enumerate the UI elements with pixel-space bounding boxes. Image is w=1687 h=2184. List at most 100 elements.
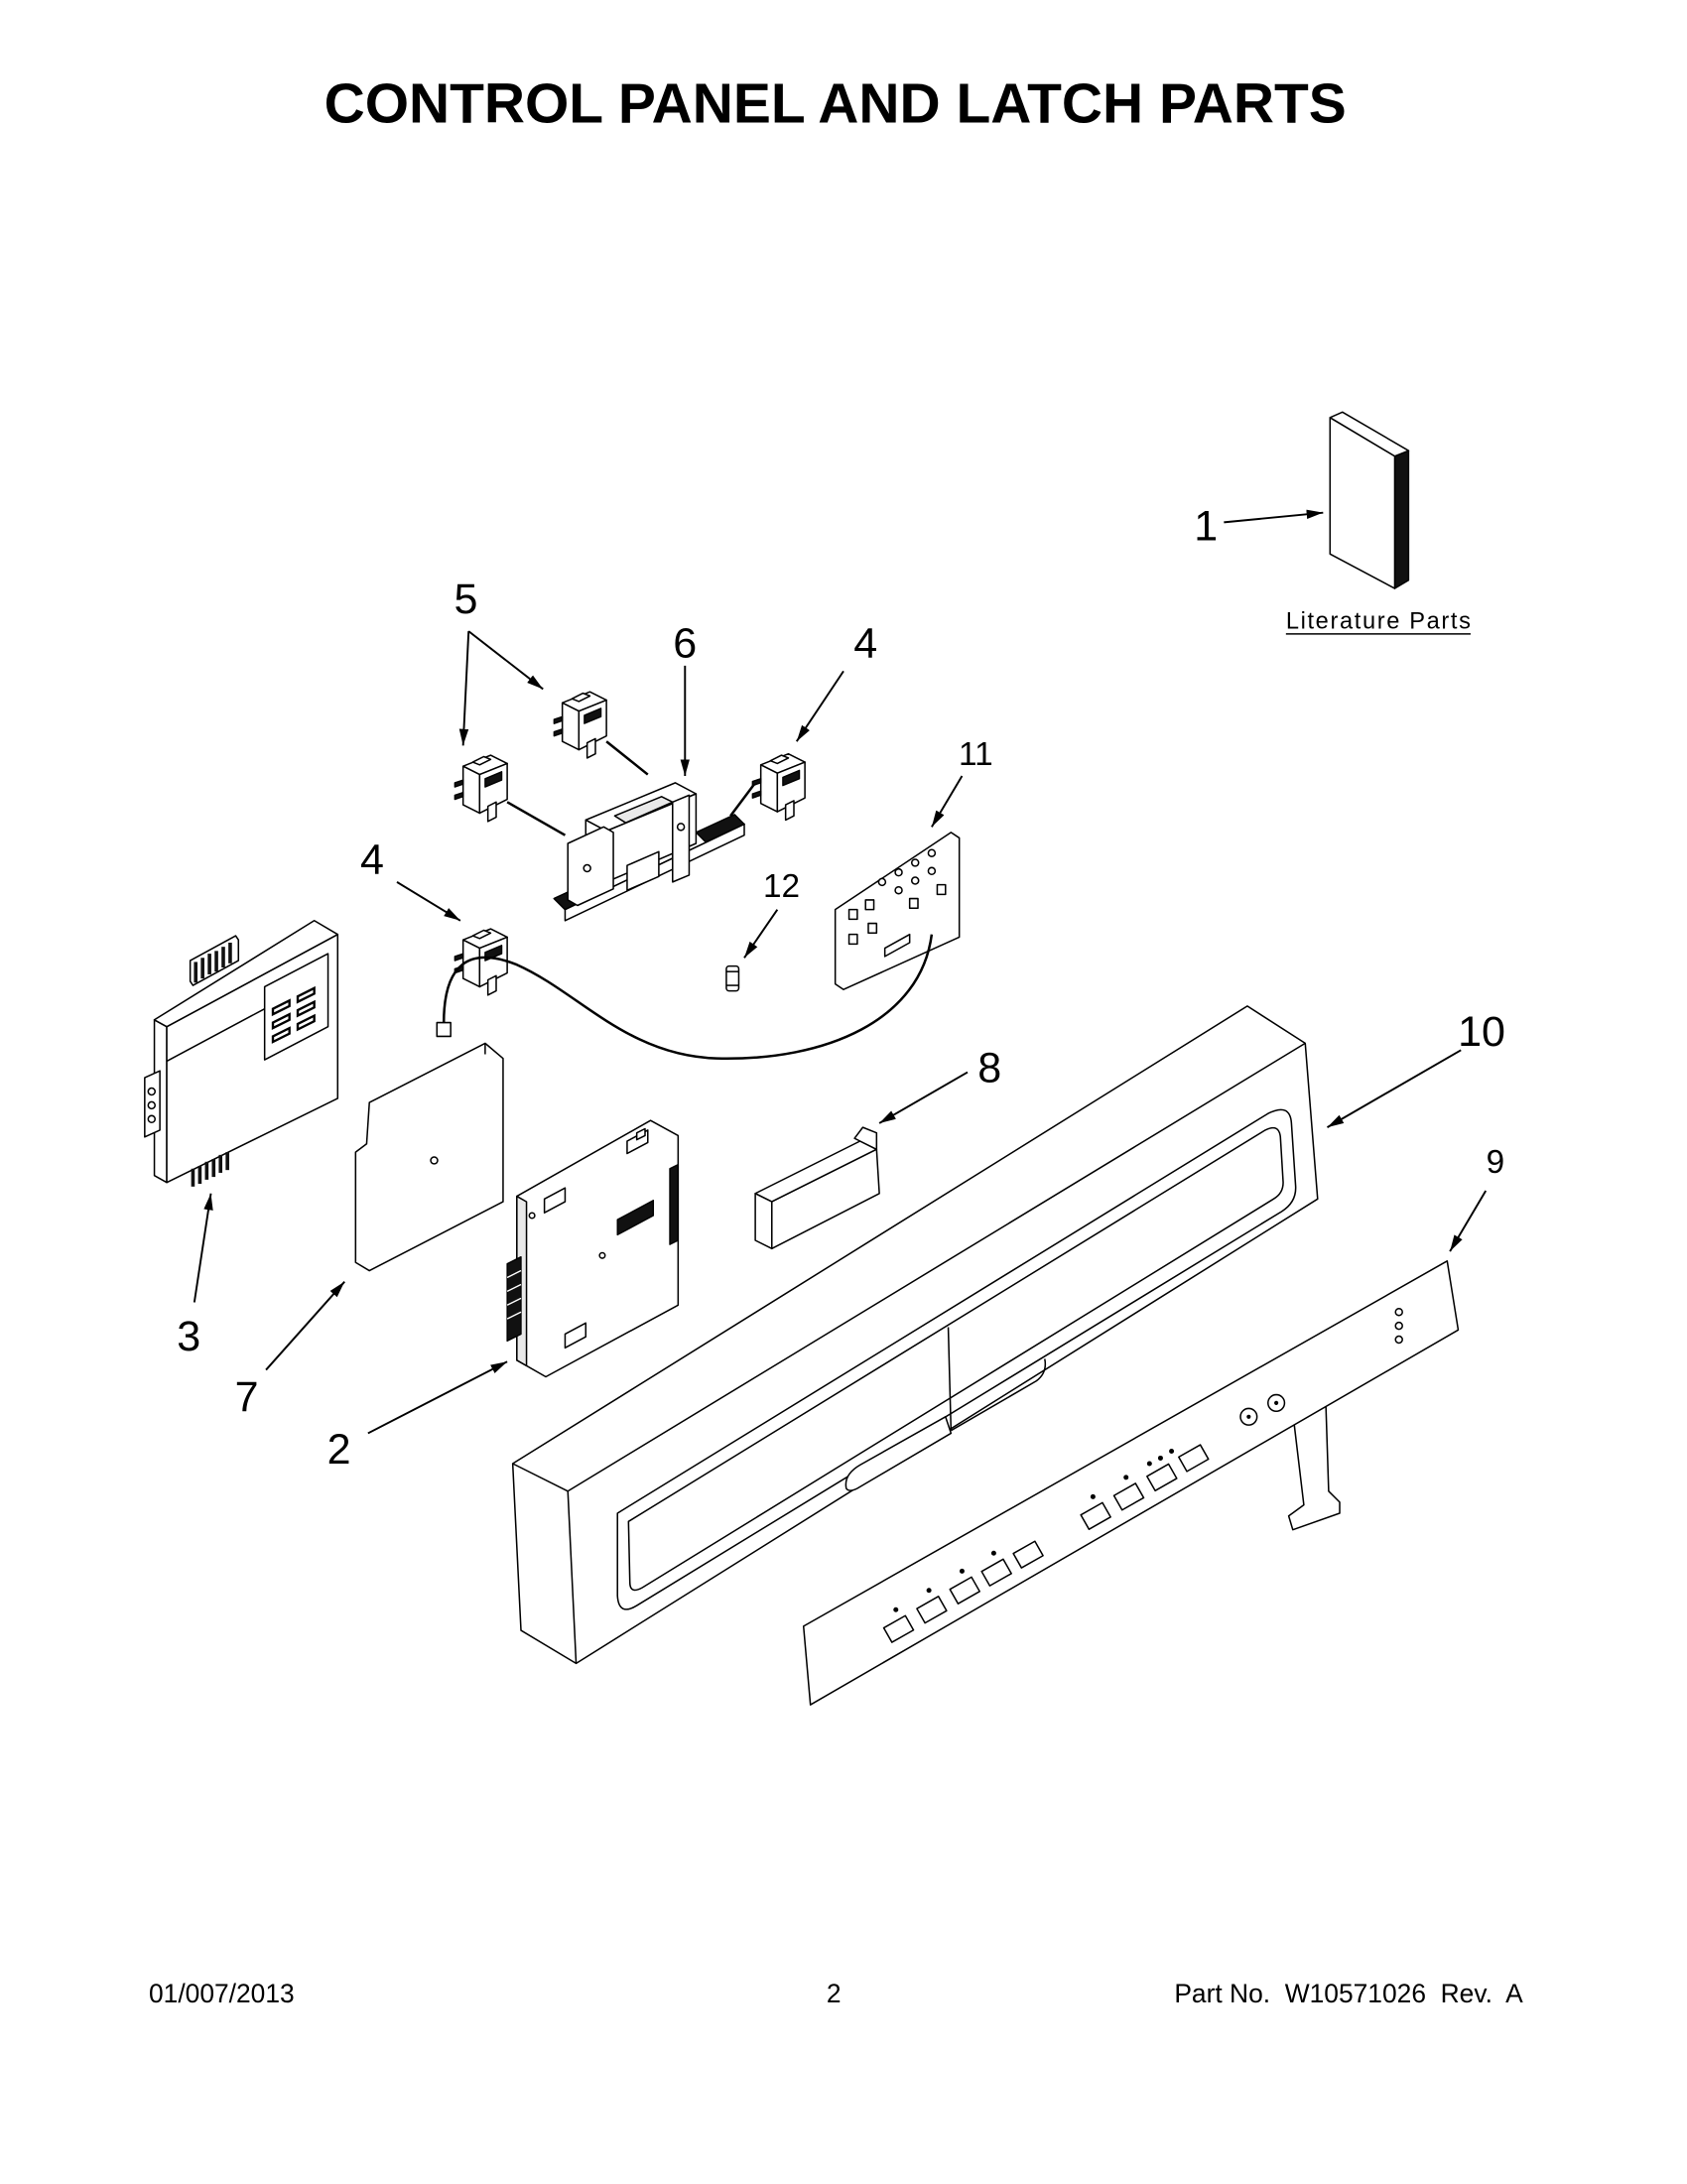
diagram-linework [528, 1212, 536, 1220]
diagram-linework [669, 1163, 680, 1245]
switch-wire [605, 740, 649, 776]
diagram-linework [882, 1614, 915, 1643]
diagram-linework [506, 1283, 522, 1293]
diagram-linework [153, 920, 339, 1028]
diagram-linework [725, 964, 740, 992]
diagram-linework [695, 814, 745, 843]
diagram-linework [1090, 1493, 1096, 1499]
diagram-linework [1146, 1461, 1152, 1467]
diagram-linework [949, 1576, 980, 1605]
callout-arrow-1 [1224, 509, 1324, 524]
door-latch-part-6 [553, 782, 745, 922]
diagram-linework [1329, 411, 1410, 457]
page-title: CONTROL PANEL AND LATCH PARTS [324, 72, 1347, 136]
diagram-linework [296, 999, 316, 1018]
diagram-linework [1394, 1321, 1403, 1331]
diagram-linework [676, 823, 686, 832]
diagram-linework [927, 848, 937, 857]
callout-10: 10 [1458, 1008, 1505, 1056]
diagram-linework [980, 1558, 1012, 1587]
diagram-linework [166, 1007, 266, 1063]
footer-part-number: Part No. W10571026 Rev. A [1174, 1979, 1523, 2008]
diagram-linework [916, 1596, 948, 1624]
callout-6: 6 [673, 620, 697, 668]
callout-arrow-2 [367, 1360, 508, 1435]
diagram-linework [771, 1148, 880, 1250]
diagram-linework [853, 1126, 878, 1151]
diagram-linework [1394, 1307, 1403, 1317]
diagram-linework [882, 1614, 915, 1643]
diagram-linework [271, 1026, 291, 1044]
switch-part-5-lower [454, 754, 508, 823]
diagram-linework [271, 998, 291, 1017]
diagram-linework [936, 883, 947, 896]
switch-part-4-lower [454, 928, 508, 996]
diagram-linework [867, 922, 878, 935]
diagram-linework [512, 1463, 569, 1492]
wire-connector [436, 1021, 452, 1038]
callout-2: 2 [327, 1426, 351, 1474]
diagram-linework [1169, 1449, 1175, 1454]
diagram-linework [847, 933, 858, 946]
callout-8: 8 [977, 1044, 1001, 1092]
literature-parts-label: Literature Parts [1286, 608, 1471, 634]
diagram-linework [506, 1255, 522, 1343]
diagram-linework [147, 1087, 157, 1096]
callout-arrow-12 [743, 909, 779, 959]
callout-arrow-10 [1327, 1049, 1462, 1128]
callout-arrow-7 [265, 1281, 345, 1371]
callout-12: 12 [763, 868, 800, 905]
diagram-linework [1274, 1400, 1279, 1405]
diagram-linework [1178, 1444, 1210, 1473]
diagram-linework [296, 985, 316, 1004]
switch-part-5-upper [553, 691, 607, 759]
diagram-linework [1178, 1444, 1210, 1473]
diagram-linework [616, 1200, 655, 1236]
callout-arrow-5-lower [458, 631, 470, 746]
diagram-linework [296, 1013, 316, 1032]
diagram-linework [506, 1269, 522, 1279]
diagram-linework [949, 1576, 980, 1605]
diagram-linework [1287, 1404, 1341, 1531]
diagram-linework [598, 1251, 606, 1259]
diagram-linework [910, 876, 920, 885]
callout-arrow-8 [878, 1071, 969, 1124]
diagram-linework [1012, 1540, 1044, 1569]
board-cover-plate-part-7 [354, 1042, 504, 1272]
diagram-linework [847, 908, 858, 921]
control-overlay-part-9 [802, 1260, 1460, 1706]
diagram-linework [844, 1416, 953, 1491]
handle-bracket-part-8 [754, 1126, 880, 1250]
callout-11: 11 [959, 736, 993, 773]
footer-page-number: 2 [827, 1979, 842, 2008]
callout-arrow-4-upper [795, 670, 844, 742]
diagram-linework [1146, 1463, 1178, 1492]
literature-book-part-1 [1329, 411, 1410, 589]
callout-arrow-9 [1449, 1190, 1488, 1252]
callout-4-upper: 4 [853, 620, 877, 668]
diagram-linework [959, 1568, 965, 1574]
diagram-linework [1112, 1482, 1145, 1511]
diagram-linework [1393, 450, 1410, 589]
callout-1: 1 [1194, 502, 1218, 550]
wire-harness [442, 934, 934, 1060]
diagram-linework [1112, 1482, 1145, 1511]
control-module-part-3 [144, 920, 339, 1187]
diagram-linework [635, 1127, 646, 1141]
diagram-linework [626, 850, 660, 891]
diagram-linework [947, 1327, 953, 1431]
electronic-control-part-2 [506, 1119, 680, 1378]
fuse-part-12 [725, 964, 740, 992]
callout-4-lower: 4 [360, 836, 384, 884]
callout-7: 7 [235, 1373, 259, 1421]
diagram-linework [990, 1550, 996, 1556]
diagram-linework [1246, 1414, 1251, 1419]
diagram-linework [1146, 1463, 1178, 1492]
diagram-linework [354, 1042, 504, 1272]
callout-3: 3 [177, 1313, 200, 1360]
switch-wire [729, 782, 757, 817]
diagram-linework [883, 933, 911, 958]
diagram-linework [506, 1297, 522, 1306]
diagram-linework [583, 863, 591, 873]
callout-arrow-11 [931, 775, 964, 828]
